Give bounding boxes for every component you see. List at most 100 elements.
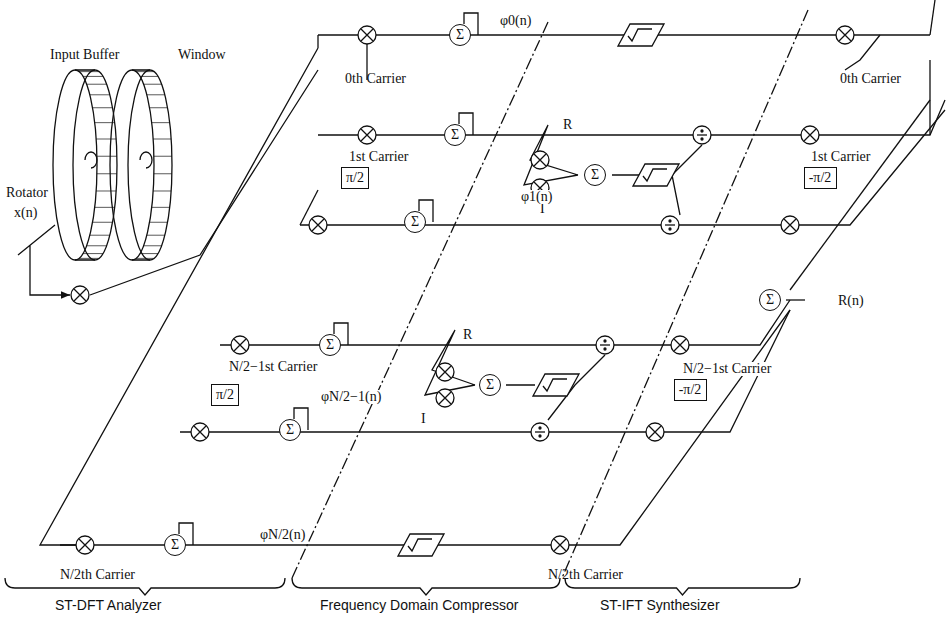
multiplier <box>191 423 209 441</box>
section-bracket <box>292 578 560 595</box>
buffer-cell <box>96 190 116 191</box>
node-text: Σ <box>766 293 774 307</box>
buffer-cell <box>95 122 115 123</box>
window-cell <box>132 70 150 71</box>
window-cell <box>132 260 150 261</box>
window-cell <box>147 235 165 236</box>
carrier-label: N/2−1st Carrier <box>682 362 772 376</box>
part-name: Window <box>178 48 226 62</box>
window-cell <box>147 94 165 95</box>
summer-node: Σ <box>479 374 501 396</box>
summer-node: Σ <box>319 334 341 356</box>
node-text: -π/2 <box>809 171 832 185</box>
sqrt-box <box>533 374 579 396</box>
part-name: Input Buffer <box>50 48 119 62</box>
buffer-cell <box>79 258 99 259</box>
carrier-label: 1st Carrier <box>348 150 409 164</box>
buffer-cell <box>93 222 113 223</box>
window-cell <box>140 253 158 254</box>
multiplier <box>646 423 664 441</box>
input-buffer-drum <box>53 70 172 260</box>
summer-node: Σ <box>164 534 186 556</box>
window-cell <box>154 173 172 174</box>
buffer-cell <box>96 139 116 140</box>
summer-node: Σ <box>449 24 471 46</box>
buffer-cell <box>87 245 107 246</box>
buffer-cell <box>93 107 113 108</box>
carrier-label: N/2th Carrier <box>60 568 135 582</box>
carrier-label: 0th Carrier <box>840 72 901 86</box>
window-cell <box>153 139 171 140</box>
signal-name: R(n) <box>838 294 864 308</box>
buffer-cell <box>97 156 117 157</box>
sqrt-box <box>633 164 679 186</box>
window-cell <box>136 71 154 72</box>
window-cell <box>150 222 168 223</box>
multiplier <box>76 536 94 554</box>
signal-name: R <box>462 328 473 342</box>
multiplier <box>671 336 689 354</box>
carrier-label: N/2th Carrier <box>548 568 623 582</box>
node-text: Σ <box>326 338 334 352</box>
signal-name: φN/2−1(n) <box>320 390 382 404</box>
sqrt-box <box>618 24 664 46</box>
divider <box>596 336 614 354</box>
window-cell <box>140 76 158 77</box>
signal-name: φN/2(n) <box>260 528 305 542</box>
node-text: Σ <box>451 128 459 142</box>
node-text: -π/2 <box>679 383 702 397</box>
phase-shift-box: π/2 <box>211 384 239 406</box>
part-name: Rotator <box>6 186 48 200</box>
buffer-cell <box>90 235 110 236</box>
signal-name: I <box>540 202 545 216</box>
window-cell <box>136 258 154 259</box>
buffer-cell <box>90 94 110 95</box>
buffer-cell <box>75 70 95 71</box>
signal-name: φ1(n) <box>520 190 553 204</box>
summer-node: Σ <box>404 211 426 233</box>
phase-shift-box: π/2 <box>341 167 369 189</box>
node-text: π/2 <box>216 388 234 402</box>
signal-name: R <box>563 118 572 132</box>
multiplier <box>436 389 454 407</box>
node-text: Σ <box>286 423 294 437</box>
summer-node: Σ <box>584 164 606 186</box>
node-text: Σ <box>591 168 599 182</box>
summer-node: Σ <box>759 289 781 311</box>
buffer-cell <box>79 71 99 72</box>
carrier-label: 0th Carrier <box>345 72 406 86</box>
section-bracket <box>5 578 285 595</box>
carrier-label: 1st Carrier <box>810 150 871 164</box>
multiplier <box>551 536 569 554</box>
phase-shift-box: -π/2 <box>674 379 707 401</box>
multiplier <box>231 336 249 354</box>
section-name: ST-IFT Synthesizer <box>600 598 720 612</box>
window-cell <box>150 107 168 108</box>
multiplier <box>801 126 819 144</box>
buffer-cell <box>97 173 117 174</box>
section-name: ST-DFT Analyzer <box>55 598 161 612</box>
node-text: Σ <box>486 378 494 392</box>
signal-name: I <box>420 412 427 426</box>
carrier-label: N/2−1st Carrier <box>228 360 318 374</box>
signal-name: x(n) <box>14 206 37 220</box>
sqrt-box <box>398 534 444 556</box>
summer-node: Σ <box>444 124 466 146</box>
multiplier <box>781 216 799 234</box>
buffer-cell <box>83 76 103 77</box>
divider <box>661 216 679 234</box>
multiplier <box>836 26 854 44</box>
window-cell <box>152 207 170 208</box>
window-cell <box>144 84 162 85</box>
multiplier <box>436 363 454 381</box>
window-cell <box>154 156 172 157</box>
multiplier <box>358 26 376 44</box>
buffer-cell <box>87 84 107 85</box>
multiplier <box>358 126 376 144</box>
multiplier <box>531 151 549 169</box>
multiplier <box>71 286 89 304</box>
signal-name: φ0(n) <box>500 14 531 28</box>
summer-node: Σ <box>279 419 301 441</box>
node-text: π/2 <box>346 171 364 185</box>
